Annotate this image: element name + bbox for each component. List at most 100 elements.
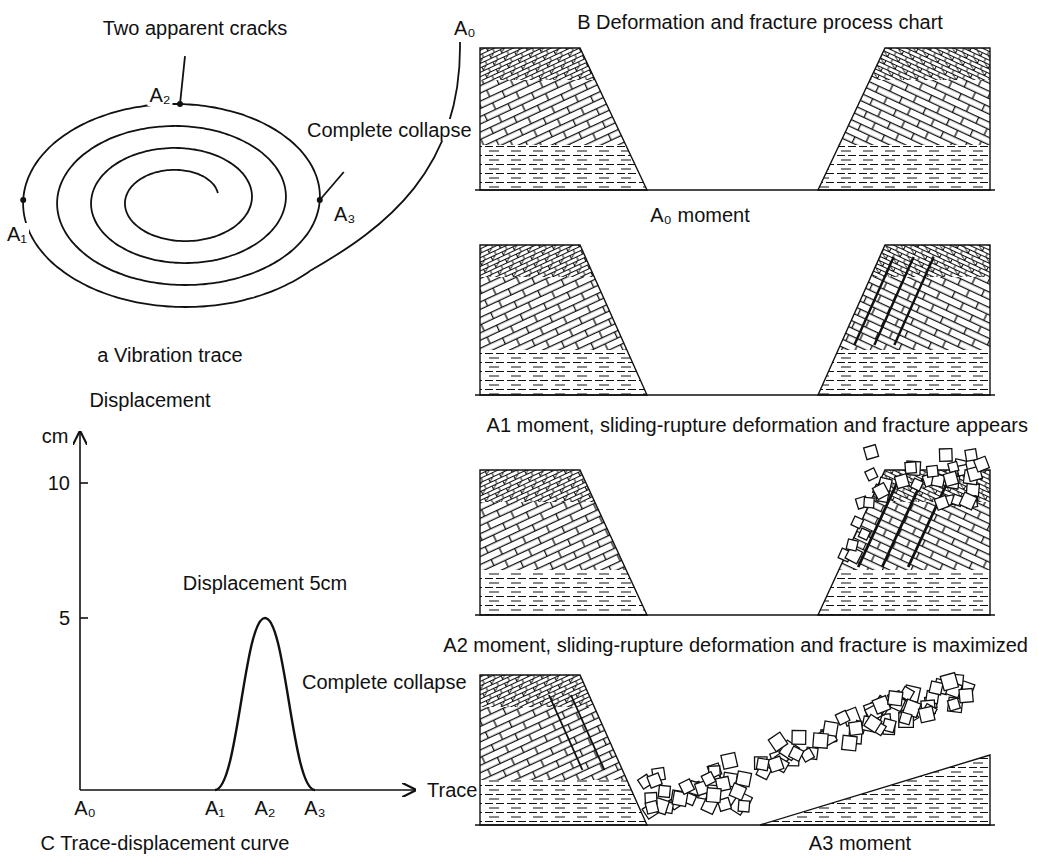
blocky-rock <box>839 80 990 145</box>
displacement-chart <box>80 432 415 790</box>
rock-block <box>701 772 716 787</box>
label: C Trace-displacement curve <box>39 832 292 854</box>
crack-line <box>854 257 893 345</box>
shale-layer <box>480 570 647 615</box>
rock-block <box>729 783 746 800</box>
rock-block <box>864 714 882 732</box>
crack-line <box>549 695 583 770</box>
rock-block <box>864 497 874 507</box>
rock-block <box>849 721 863 735</box>
rock-block <box>679 779 695 795</box>
rock-block <box>851 516 864 529</box>
blocky-rock <box>480 277 627 350</box>
label: Complete collapse <box>300 671 469 693</box>
thin-bedded-rock <box>870 48 990 80</box>
spiral-trace <box>23 104 320 307</box>
axis-tick <box>80 482 88 484</box>
ground-line <box>475 614 995 616</box>
rock-block <box>934 495 949 510</box>
trace-point <box>177 101 183 107</box>
label: A₃ <box>332 203 357 225</box>
crack-line <box>874 257 913 345</box>
rock-block <box>894 474 909 489</box>
shale-layer <box>480 145 647 190</box>
label: Complete collapse <box>305 119 474 141</box>
blocky-rock <box>480 502 626 570</box>
rock-block <box>767 756 783 772</box>
label: B Deformation and fracture process chart <box>575 11 945 33</box>
ground-line <box>475 824 995 826</box>
slope-outline <box>818 470 990 615</box>
slope-outline <box>818 48 990 190</box>
rock-block <box>756 758 769 771</box>
label: A3 moment <box>807 832 913 854</box>
rock-block <box>789 746 804 761</box>
blocky-rock <box>480 80 626 145</box>
label: A₃ <box>302 797 327 819</box>
rock-block <box>872 483 889 500</box>
rock-block <box>939 449 952 462</box>
rock-block <box>887 691 903 707</box>
rock-block <box>905 462 917 474</box>
collapse-mark <box>320 172 344 200</box>
trace-point <box>317 197 323 203</box>
slope-outline <box>480 245 647 395</box>
slope-outline <box>480 675 647 825</box>
rock-block <box>792 730 806 744</box>
rock-block <box>947 698 960 711</box>
rock-block <box>647 773 662 788</box>
ground-line <box>475 394 995 396</box>
rock-block <box>959 688 973 702</box>
label: A2 moment, sliding-rupture deformation a… <box>441 634 1030 656</box>
label: Two apparent cracks <box>101 17 290 39</box>
shale-layer <box>480 350 647 395</box>
blocky-rock <box>838 277 990 350</box>
crack-mark <box>180 56 185 104</box>
crack-line <box>571 695 605 770</box>
rock-block <box>858 528 870 540</box>
label: A1 moment, sliding-rupture deformation a… <box>485 414 1030 436</box>
rock-block <box>645 801 658 814</box>
rock-block <box>943 471 958 486</box>
displacement-curve <box>215 618 315 790</box>
shale-layer <box>480 780 647 825</box>
rock-block <box>738 800 750 812</box>
label: Displacement <box>87 389 212 411</box>
slope-diagrams <box>475 48 995 825</box>
crack-line <box>858 475 901 567</box>
crack-line <box>894 257 933 345</box>
label: A₀ <box>452 17 478 39</box>
label: A₂ <box>252 797 277 819</box>
rock-block <box>959 492 977 510</box>
rock-block <box>706 788 721 803</box>
slope-outline <box>480 470 647 615</box>
trace-point <box>20 197 26 203</box>
rock-block <box>813 733 828 748</box>
rock-block <box>910 478 923 491</box>
thin-bedded-rock <box>480 470 595 502</box>
rock-block <box>899 713 914 728</box>
crack-line <box>908 475 951 567</box>
axis-tick <box>80 617 88 619</box>
label: cm <box>40 425 71 447</box>
rock-block <box>918 706 935 723</box>
rock-block <box>948 462 959 473</box>
x-axis <box>80 789 415 791</box>
shale-layer <box>818 350 990 395</box>
shale-layer <box>818 145 990 190</box>
rock-block <box>888 691 903 706</box>
label: Displacement 5cm <box>181 572 350 594</box>
rock-block <box>658 785 670 797</box>
label: A₁ <box>5 223 29 245</box>
rock-block <box>721 752 738 769</box>
rock-block <box>864 445 879 460</box>
label: A₁ <box>203 797 227 819</box>
rock-block <box>929 681 943 695</box>
thin-bedded-rock <box>480 48 595 80</box>
rock-block <box>768 732 787 751</box>
rock-block <box>927 465 939 477</box>
label: a Vibration trace <box>95 344 244 366</box>
thin-bedded-rock <box>480 245 594 277</box>
label: 10 <box>46 472 72 494</box>
slope-outline <box>818 245 990 395</box>
